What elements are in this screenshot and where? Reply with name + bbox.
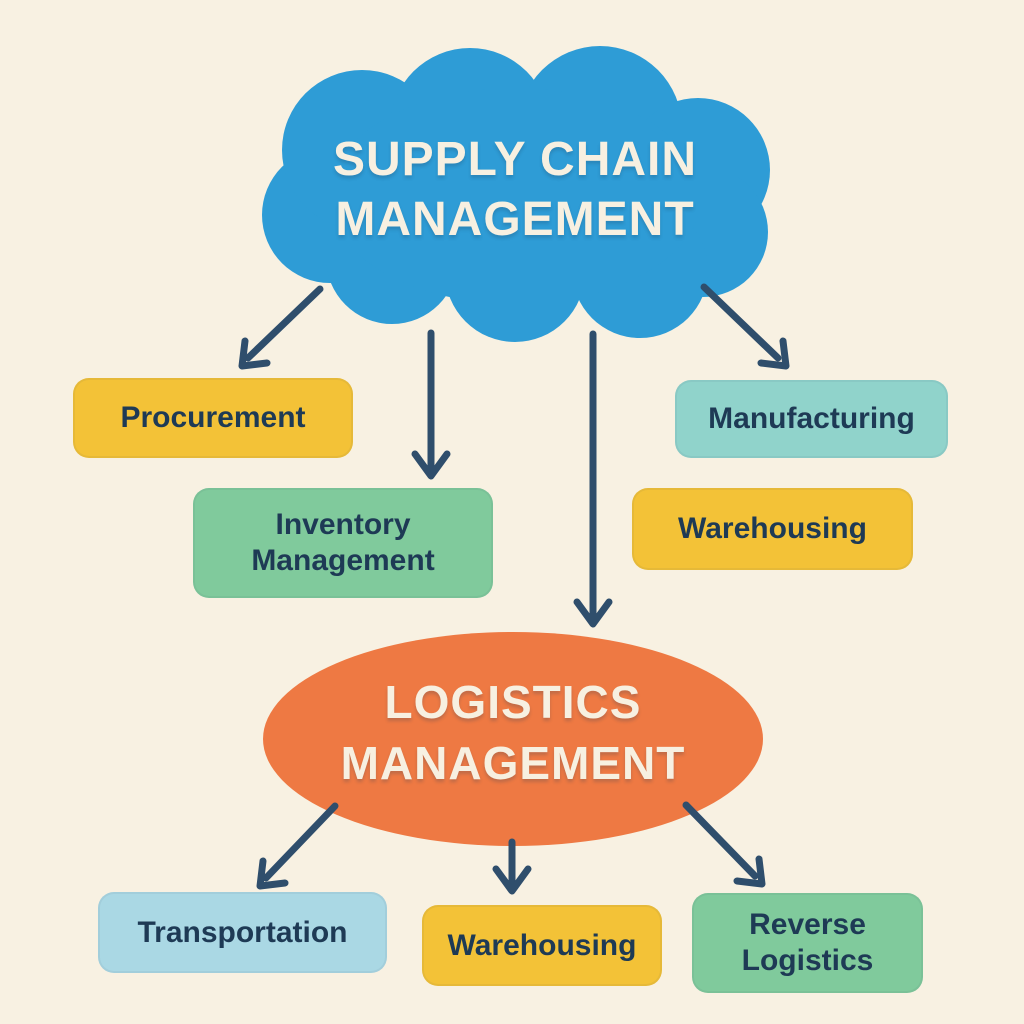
arrow-cloud-to-procurement (238, 285, 324, 370)
node-inventory-management: Inventory Management (193, 488, 493, 598)
node-warehousing-scm: Warehousing (632, 488, 913, 570)
arrow-cloud-to-logistics-management (573, 330, 613, 628)
supply-chain-cloud-shape (262, 46, 770, 342)
arrow-ellipse-to-transportation (256, 802, 339, 890)
logistics-ellipse-shape (263, 632, 763, 846)
arrow-cloud-to-inventory-management (411, 329, 451, 480)
arrow-cloud-to-manufacturing (700, 283, 790, 370)
node-procurement: Procurement (73, 378, 353, 458)
node-reverse-logistics: Reverse Logistics (692, 893, 923, 993)
node-manufacturing: Manufacturing (675, 380, 948, 458)
supply-chain-management-title: SUPPLY CHAIN MANAGEMENT (332, 133, 698, 246)
node-warehousing-logistics: Warehousing (422, 905, 662, 986)
arrows-layer (238, 283, 790, 895)
arrow-ellipse-to-warehousing (492, 838, 532, 895)
arrow-ellipse-to-reverse-logistics (682, 801, 766, 888)
node-transportation: Transportation (98, 892, 387, 973)
logistics-management-title: LOGISTICS MANAGEMENT (340, 676, 686, 789)
